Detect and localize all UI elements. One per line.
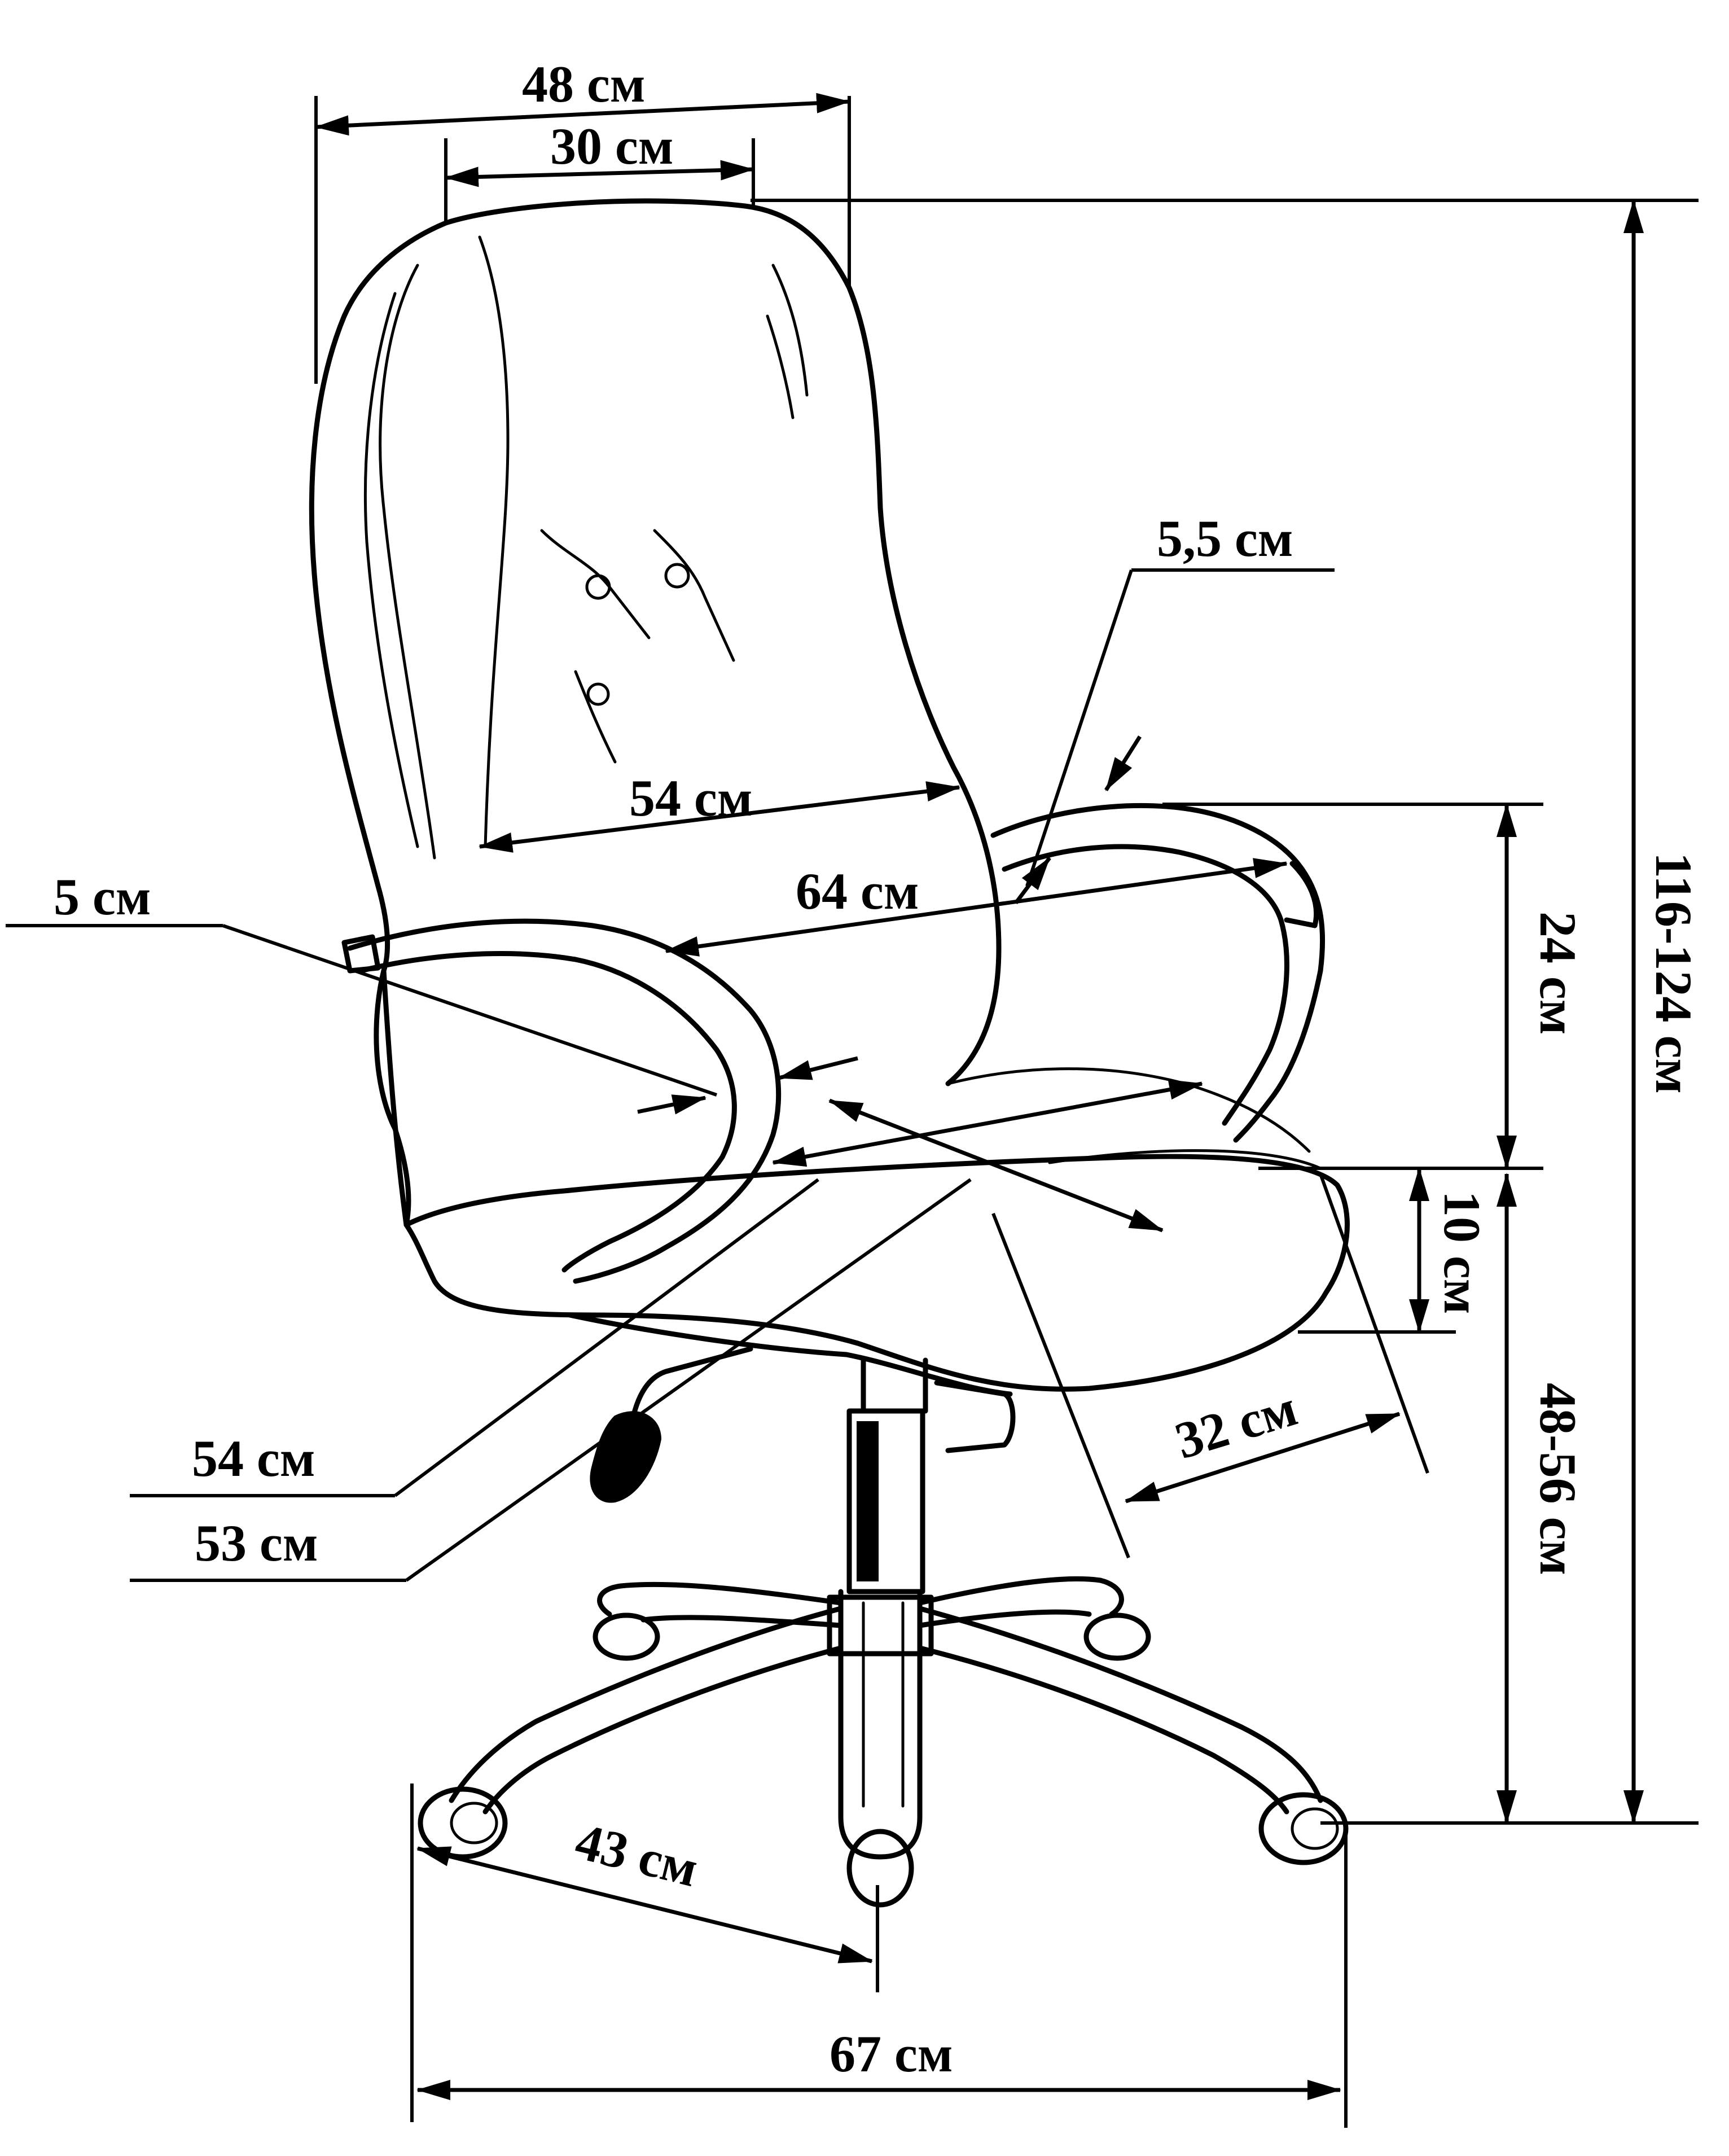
dim-armrest-pad-arrow-left <box>637 1094 706 1115</box>
backrest-tuft-3 <box>574 670 617 764</box>
dim-armrest-width-arrow-top <box>1104 735 1142 791</box>
label-base-width: 67 см <box>830 2025 953 2083</box>
label-base-radius: 43 см <box>570 1812 704 1898</box>
caster-back-left <box>593 1612 660 1661</box>
label-armrest-pad: 5 см <box>54 868 151 926</box>
backrest-right-seam <box>771 264 809 397</box>
gas-lift-lower <box>838 1589 923 1860</box>
backrest-bottom-left <box>374 968 411 1228</box>
tuft-button-2 <box>664 563 690 589</box>
label-total-height: 116-124 см <box>1645 852 1702 1094</box>
dimension-lines <box>6 93 1699 2128</box>
gas-lift-chrome <box>862 1601 905 1808</box>
armrest-far-top <box>990 803 1326 1143</box>
seat-back-fold <box>946 1067 1311 1153</box>
caster-front-right <box>1258 1792 1349 1865</box>
backrest-tuft-2 <box>653 529 735 662</box>
dim-armrest-pad-leader <box>222 924 717 1097</box>
dim-seat-width-a-leader <box>394 1178 819 1497</box>
dim-seat-width-b-leader <box>405 1178 972 1582</box>
dim-48-line <box>315 93 850 136</box>
armrest-near-inner <box>358 951 737 1273</box>
base-leg-left <box>449 1606 844 1815</box>
dim-30-line <box>445 160 754 187</box>
label-top-width-inner: 30 см <box>550 117 674 175</box>
label-backrest-width: 54 см <box>629 769 753 827</box>
dim-backrest-width-line <box>479 781 960 853</box>
label-armrest-height: 24 см <box>1529 912 1587 1035</box>
armrest-far-front <box>1284 861 1319 928</box>
label-seat-width-a: 54 см <box>192 1430 315 1487</box>
caster-back-right <box>1083 1612 1151 1661</box>
tilt-lever-knob <box>590 1411 662 1503</box>
base-hub <box>827 1594 934 1657</box>
backrest-right-seam-2 <box>766 314 795 419</box>
backrest-side-panel-2 <box>363 292 419 848</box>
caster-front-left <box>418 1786 508 1860</box>
tilt-lever <box>629 1346 753 1425</box>
armrest-near-cap <box>341 934 381 974</box>
backrest-lower-contour <box>381 968 409 1228</box>
gas-lift-shading <box>857 1421 879 1581</box>
dim-base-radius-line <box>416 1846 873 1964</box>
base-leg-back-left <box>597 1581 844 1628</box>
dim-armrest-pad-arrow-right <box>778 1056 858 1080</box>
armrest-far-inner <box>1002 844 1289 1126</box>
tuft-button-1 <box>585 574 611 600</box>
caster-front-center <box>846 1829 914 1908</box>
tuft-button-3 <box>586 682 610 706</box>
backrest-outline <box>443 198 1002 1086</box>
tilt-mechanism <box>934 1380 1016 1453</box>
dim-seat-arrow-front <box>828 1098 1164 1233</box>
label-seat-width-b: 53 см <box>195 1514 318 1572</box>
base-leg-right <box>917 1606 1323 1815</box>
dim-seat-inner-depth-line <box>772 1079 1203 1167</box>
seat-outline <box>403 1154 1350 1392</box>
backrest-side-panel <box>379 264 436 860</box>
label-seat-height: 48-56 см <box>1529 1383 1587 1575</box>
gas-lift-cylinder <box>846 1408 925 1594</box>
dim-seat-diagonal-line <box>665 858 1288 957</box>
backrest-left-edge <box>309 220 449 974</box>
backrest-tuft-1 <box>540 529 651 639</box>
label-top-width-outer: 48 см <box>522 55 646 113</box>
label-seat-depth: 32 см <box>1169 1379 1304 1470</box>
label-seat-thickness: 10 см <box>1433 1191 1491 1314</box>
base-leg-back-right <box>917 1576 1124 1628</box>
seat-lower-rim <box>567 1312 1013 1397</box>
chair-illustration <box>309 198 1350 1908</box>
dimension-labels: 48 см 30 см 5,5 см 54 см 64 см 5 см 24 с… <box>54 55 1702 2083</box>
dim-seat-depth-line <box>1125 1412 1401 1504</box>
backrest-center-seam <box>478 235 510 848</box>
label-seat-diagonal: 64 см <box>796 862 919 920</box>
dim-armrest-width-leader <box>1025 569 1133 887</box>
armrest-near-top <box>347 918 782 1284</box>
label-armrest-width: 5,5 см <box>1157 510 1293 567</box>
